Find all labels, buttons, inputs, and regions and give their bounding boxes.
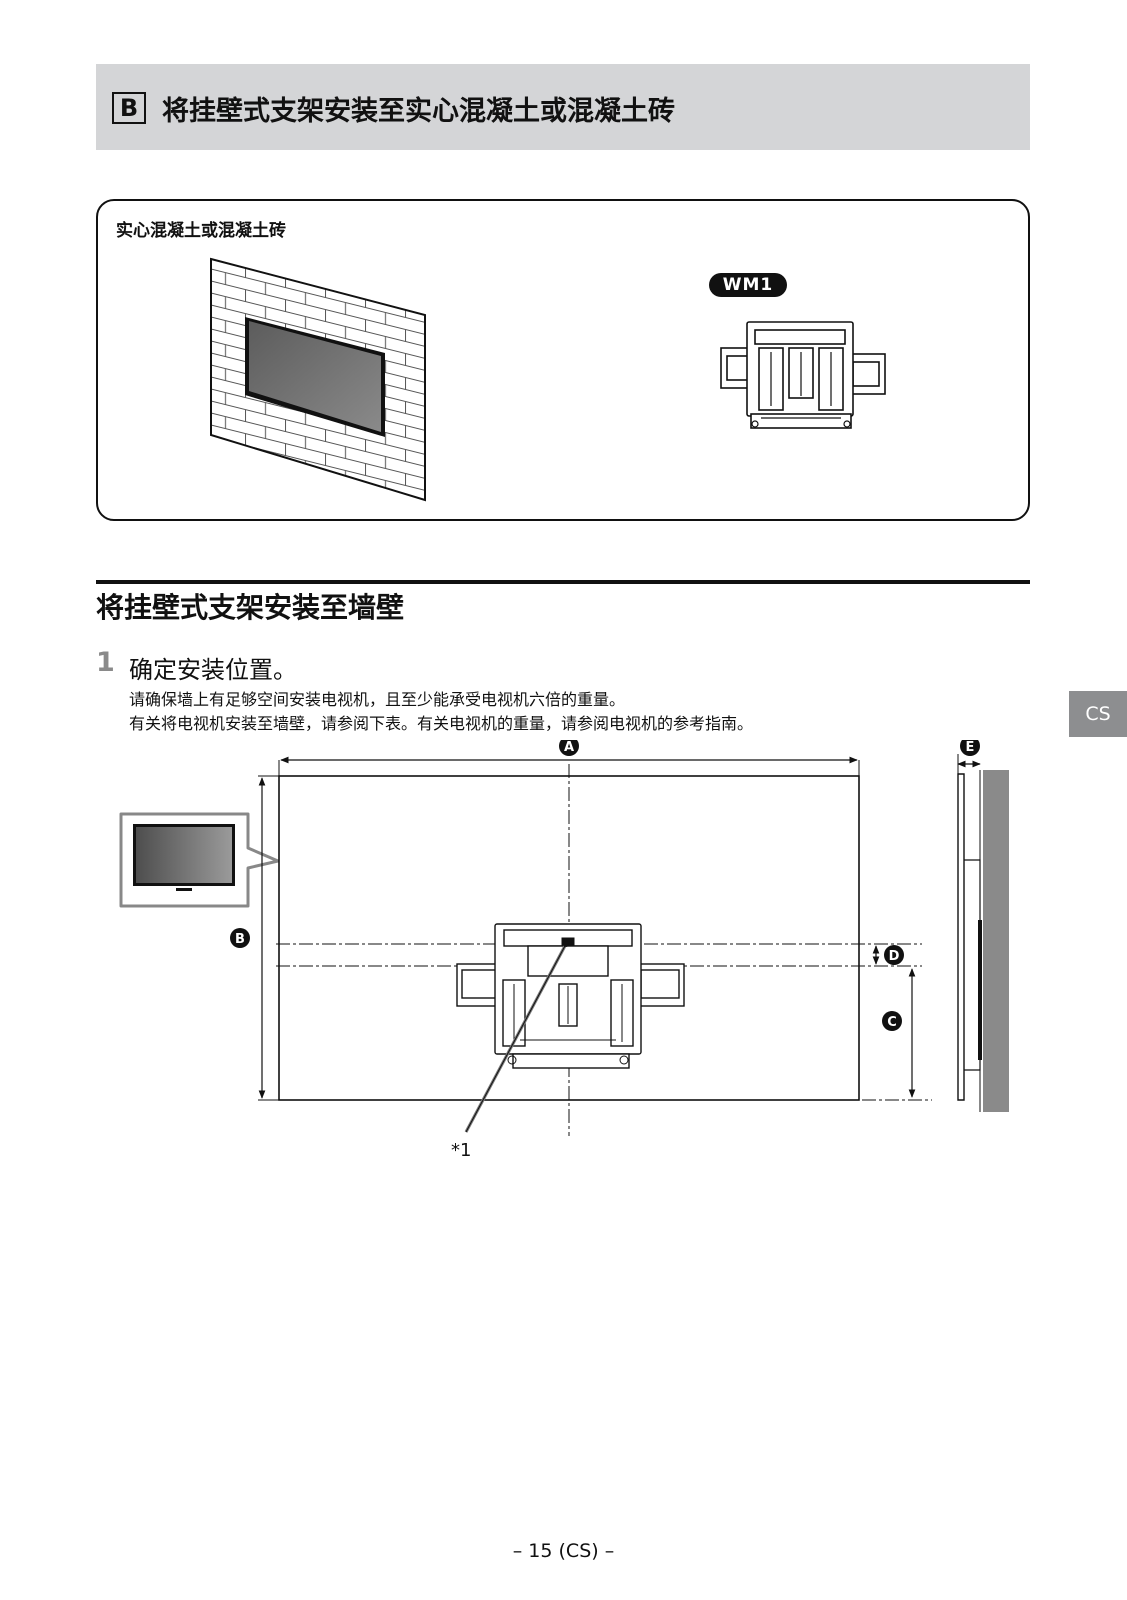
section-title: 将挂壁式支架安装至墙壁 [96,591,405,624]
mounting-dimension-diagram: A B C D E *1 [119,740,1009,1161]
footnote-marker: *1 [451,1140,471,1161]
language-tab: CS [1069,691,1127,737]
wall-type-box [96,199,1030,521]
label-a: A [559,740,579,756]
wall-type-title: 实心混凝土或混凝土砖 [116,221,286,241]
label-b: B [230,928,250,948]
svg-text:E: E [966,740,975,755]
brick-wall-tv-illustration [210,257,426,502]
step-instruction-1: 请确保墙上有足够空间安装电视机，且至少能承受电视机六倍的重量。 [129,690,626,709]
label-c: C [882,1011,902,1031]
svg-text:B: B [235,932,245,947]
step-number: 1 [96,647,115,678]
wm1-badge: WM1 [709,273,787,297]
page-title: 将挂壁式支架安装至实心混凝土或混凝土砖 [162,96,675,127]
label-e: E [960,740,980,756]
svg-text:C: C [887,1015,897,1030]
section-rule [96,580,1030,584]
page-number: – 15 (CS) – [512,1540,615,1562]
svg-text:D: D [889,949,900,964]
wm1-bracket-illustration [720,321,886,429]
tv-side-view [957,754,1009,1112]
step-title: 确定安装位置。 [129,656,297,684]
label-d: D [884,945,904,965]
tv-callout [119,812,280,908]
section-letter-box: B [112,92,146,124]
header-band [96,64,1030,150]
svg-text:A: A [564,740,574,755]
step-instruction-2: 有关将电视机安装至墙壁，请参阅下表。有关电视机的重量，请参阅电视机的参考指南。 [129,714,754,733]
